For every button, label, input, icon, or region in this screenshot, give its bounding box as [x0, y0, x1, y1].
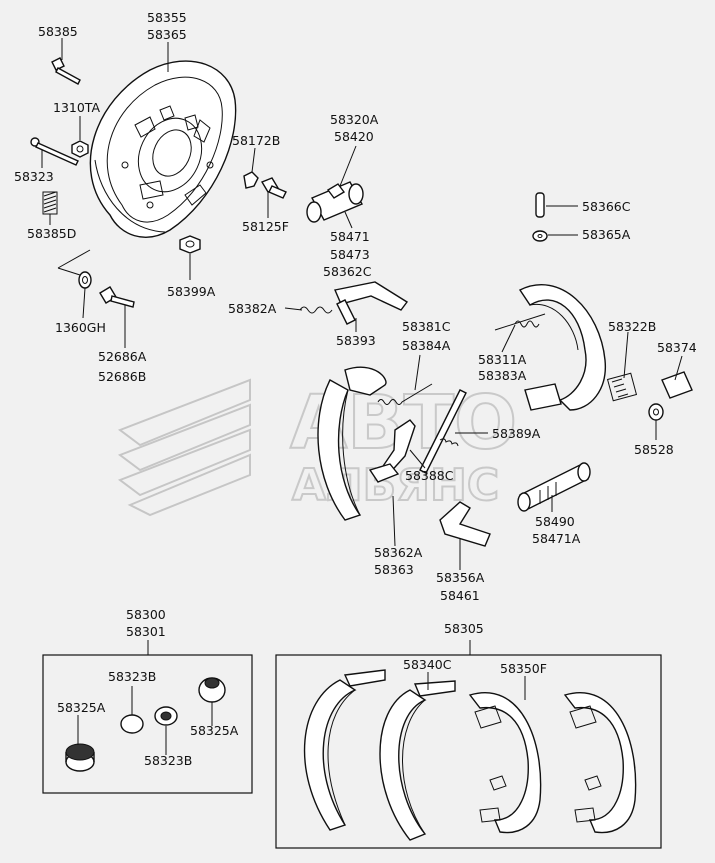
- adjuster-58490: [517, 462, 591, 512]
- label-58528: 58528: [634, 442, 674, 457]
- pin-58366C: [535, 192, 545, 218]
- label-58471: 58471: [330, 229, 370, 244]
- label-52686B: 52686B: [98, 369, 146, 384]
- bleeder-58172B: [243, 171, 259, 189]
- bolt-52686A: [99, 286, 135, 308]
- label-58365A: 58365A: [582, 227, 631, 242]
- part-58323B-right: [154, 706, 178, 726]
- label-58490: 58490: [535, 514, 575, 529]
- label-58355: 58355: [147, 10, 187, 25]
- label-58365: 58365: [147, 27, 187, 42]
- spring-58382A: [299, 306, 333, 314]
- label-58471A: 58471A: [532, 531, 581, 546]
- label-58305: 58305: [444, 621, 484, 636]
- wheel-cylinder-58320A: [306, 181, 364, 223]
- label-52686A: 52686A: [98, 349, 147, 364]
- label-58389A: 58389A: [492, 426, 541, 441]
- bolt-58385: [51, 57, 81, 85]
- label-58393: 58393: [336, 333, 376, 348]
- washer-58528: [648, 403, 664, 421]
- label-58384A: 58384A: [402, 338, 451, 353]
- shoe-kit-4: [563, 692, 637, 834]
- label-58399A: 58399A: [167, 284, 216, 299]
- nut-1310TA: [71, 140, 89, 158]
- label-58323B-2: 58323B: [144, 753, 192, 768]
- lever-58393: [334, 281, 409, 325]
- shoe-upper-right: [518, 284, 606, 411]
- washer-1360GH: [78, 271, 92, 289]
- label-58311A: 58311A: [478, 352, 527, 367]
- watermark-logo: [117, 378, 251, 517]
- spring-58385D: [42, 191, 58, 215]
- label-1310TA: 1310TA: [53, 100, 100, 115]
- shoe-kit-3: [468, 692, 542, 834]
- label-58301: 58301: [126, 624, 166, 639]
- label-58323B-1: 58323B: [108, 669, 156, 684]
- label-58473: 58473: [330, 247, 370, 262]
- part-58325A-right: [198, 677, 226, 703]
- label-58385D: 58385D: [27, 226, 76, 241]
- label-58461: 58461: [440, 588, 480, 603]
- label-58172B: 58172B: [232, 133, 280, 148]
- adjuster-58388C: [368, 419, 416, 483]
- bleeder-58125F: [260, 177, 287, 199]
- label-58420: 58420: [334, 129, 374, 144]
- bolt-58323: [30, 137, 79, 166]
- label-58356A: 58356A: [436, 570, 485, 585]
- spring-58381C: [377, 383, 433, 405]
- label-58323: 58323: [14, 169, 54, 184]
- label-58320A: 58320A: [330, 112, 379, 127]
- label-58340C: 58340C: [403, 657, 452, 672]
- label-1360GH: 1360GH: [55, 320, 106, 335]
- label-58322B: 58322B: [608, 319, 656, 334]
- backing-plate: [89, 60, 237, 238]
- leader-lines: [41, 38, 683, 755]
- nut-58399A: [179, 235, 201, 254]
- label-58388C: 58388C: [405, 468, 454, 483]
- label-58125F: 58125F: [242, 219, 289, 234]
- label-58374: 58374: [657, 340, 697, 355]
- part-58325A-left: [65, 743, 95, 772]
- spring-58322B: [606, 372, 638, 402]
- shoe-kit-1: [303, 669, 386, 831]
- label-58325A-2: 58325A: [190, 723, 239, 738]
- label-58300: 58300: [126, 607, 166, 622]
- spring-58311A: [494, 313, 546, 331]
- strut-58389A: [419, 389, 467, 474]
- plate-58356A: [439, 501, 491, 547]
- label-58363: 58363: [374, 562, 414, 577]
- label-58366C: 58366C: [582, 199, 631, 214]
- label-58350F: 58350F: [500, 661, 547, 676]
- label-58362A: 58362A: [374, 545, 423, 560]
- label-58385: 58385: [38, 24, 78, 39]
- box-58305: [275, 654, 662, 849]
- shoe-kit-2: [379, 680, 456, 841]
- part-58323B-left: [120, 714, 144, 734]
- label-58325A-1: 58325A: [57, 700, 106, 715]
- washer-58365A: [532, 230, 548, 242]
- label-58383A: 58383A: [478, 368, 527, 383]
- label-58382A: 58382A: [228, 301, 277, 316]
- pin-58374: [661, 371, 693, 399]
- label-58381C: 58381C: [402, 319, 451, 334]
- shoe-left-58362A: [317, 366, 387, 521]
- label-58362C: 58362C: [323, 264, 372, 279]
